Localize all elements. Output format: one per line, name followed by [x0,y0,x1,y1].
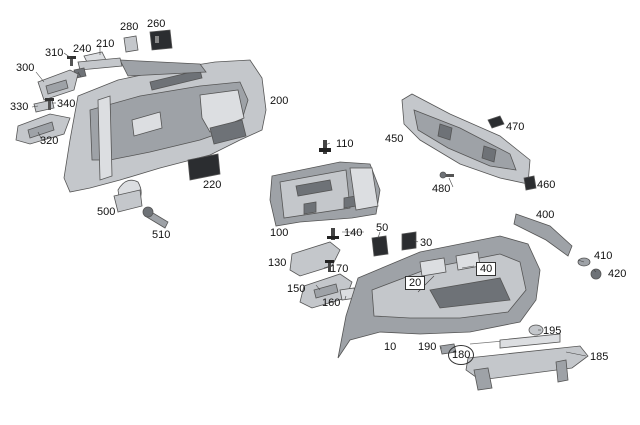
label-40[interactable]: 40 [476,262,497,276]
label-20[interactable]: 20 [405,276,426,290]
label-510[interactable]: 510 [152,229,171,241]
label-140[interactable]: 140 [344,227,363,239]
part-510-screw[interactable] [142,206,169,229]
part-320-bracket[interactable] [15,113,71,145]
label-400[interactable]: 400 [536,209,555,221]
label-330[interactable]: 330 [10,101,29,113]
part-450-upper-trim[interactable] [401,93,531,185]
part-260-switch[interactable] [149,29,173,51]
part-185-rail-bracket[interactable] [473,333,569,391]
label-50[interactable]: 50 [376,222,389,234]
label-240[interactable]: 240 [73,43,92,55]
part-470-clip[interactable] [487,115,505,129]
label-180[interactable]: 180 [448,345,475,365]
part-130-bracket[interactable] [289,241,341,277]
label-310[interactable]: 310 [45,47,64,59]
label-260[interactable]: 260 [147,18,166,30]
label-200[interactable]: 200 [270,95,289,107]
label-100[interactable]: 100 [270,227,289,239]
label-210[interactable]: 210 [96,38,115,50]
part-50-clip[interactable] [371,235,389,257]
label-480[interactable]: 480 [432,183,451,195]
part-30-clip[interactable] [401,231,417,251]
label-470[interactable]: 470 [506,121,525,133]
leader-lines [31,45,597,357]
label-195[interactable]: 195 [543,325,562,337]
part-100-trim-cover[interactable] [269,161,381,227]
label-410[interactable]: 410 [594,250,613,262]
label-500[interactable]: 500 [97,206,116,218]
label-460[interactable]: 460 [537,179,556,191]
part-500-cover-cap[interactable] [113,179,143,213]
part-460-clip[interactable] [523,175,537,191]
part-480-screw[interactable] [439,171,454,179]
part-140-fastener[interactable] [327,228,339,240]
part-200-side-trim-panel[interactable] [63,59,267,193]
label-150[interactable]: 150 [287,283,306,295]
part-310-screw[interactable] [67,56,76,66]
part-340-screw[interactable] [45,98,54,110]
part-210-bracket[interactable] [77,51,123,71]
label-30[interactable]: 30 [420,237,433,249]
label-320[interactable]: 320 [40,135,59,147]
label-130[interactable]: 130 [268,257,287,269]
label-220[interactable]: 220 [203,179,222,191]
part-280-clip[interactable] [123,35,139,53]
label-110[interactable]: 110 [336,138,354,150]
label-340[interactable]: 340 [57,98,76,110]
label-420[interactable]: 420 [608,268,627,280]
label-10[interactable]: 10 [384,341,397,353]
label-450[interactable]: 450 [385,133,404,145]
part-400-bracket[interactable] [513,213,573,257]
label-190[interactable]: 190 [418,341,437,353]
part-300-bracket[interactable] [37,69,79,101]
part-150-bracket[interactable] [299,273,353,309]
part-220-clip-plate[interactable] [187,153,221,181]
part-195-cap[interactable] [528,324,544,336]
label-185[interactable]: 185 [590,351,609,363]
label-160[interactable]: 160 [322,297,341,309]
part-420-nut[interactable] [590,268,602,280]
label-280[interactable]: 280 [120,21,139,33]
part-170-screw[interactable] [325,260,334,272]
part-110-fastener[interactable] [319,140,331,154]
label-300[interactable]: 300 [16,62,35,74]
label-170[interactable]: 170 [330,263,349,275]
